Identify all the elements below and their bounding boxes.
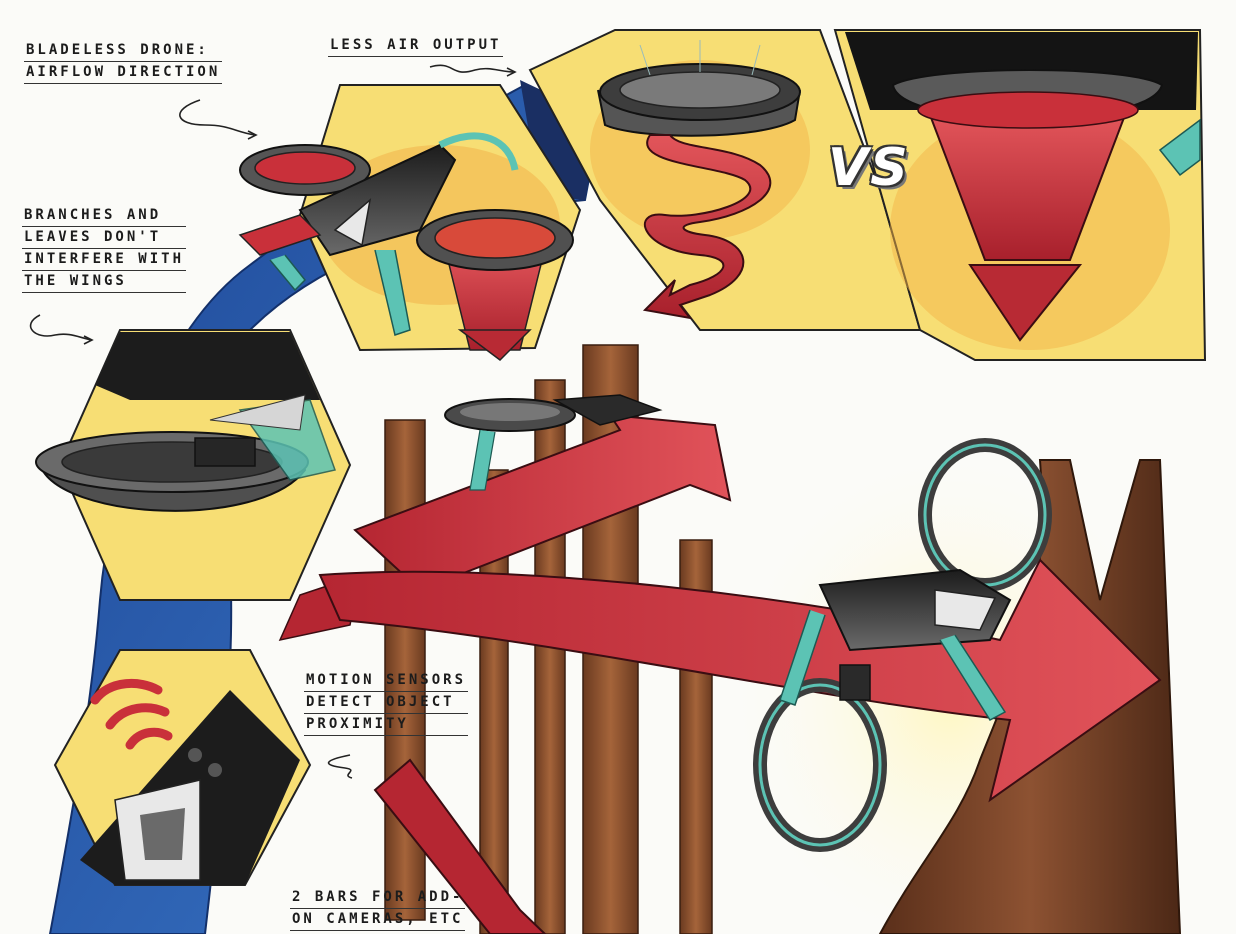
- bars-line-1: 2 bars for add-: [290, 887, 466, 909]
- motion-line-2: detect object: [304, 692, 469, 714]
- title-line-2: airflow direction: [24, 62, 223, 84]
- path-arrow-lower: [373, 758, 547, 934]
- branches-line-3: interfere with: [22, 249, 187, 271]
- title-annotation: Bladeless drone: airflow direction: [24, 40, 223, 84]
- large-drone-icon: [753, 438, 1052, 852]
- vs-label: VS: [828, 138, 910, 198]
- cone-airflow-icon: [891, 69, 1201, 342]
- small-drone-icon: [444, 394, 663, 491]
- motion-line-1: Motion sensors: [304, 670, 469, 692]
- air-output-label: Less air output: [328, 35, 504, 57]
- branches-annotation: Branches and leaves don't interfere with…: [22, 205, 187, 293]
- spiral-arrow-icon: [642, 134, 772, 320]
- sensor-waves-icon: [90, 678, 222, 881]
- bars-line-2: on cameras, etc: [290, 909, 466, 931]
- bars-annotation: 2 bars for add- on cameras, etc: [290, 887, 466, 931]
- branches-line-1: Branches and: [22, 205, 187, 227]
- drone-overview-icon: [238, 132, 574, 361]
- branches-line-2: leaves don't: [22, 227, 187, 249]
- path-arrow-right: [318, 558, 1162, 803]
- ring-closeup-icon: [35, 394, 336, 512]
- motion-annotation: Motion sensors detect object proximity: [304, 670, 469, 736]
- leader-arrows: [29, 64, 517, 779]
- fan-disc-icon: [597, 40, 801, 137]
- title-line-1: Bladeless drone:: [24, 40, 223, 62]
- motion-line-3: proximity: [304, 714, 469, 736]
- air-output-annotation: Less air output: [328, 35, 504, 57]
- branches-line-4: the wings: [22, 271, 187, 293]
